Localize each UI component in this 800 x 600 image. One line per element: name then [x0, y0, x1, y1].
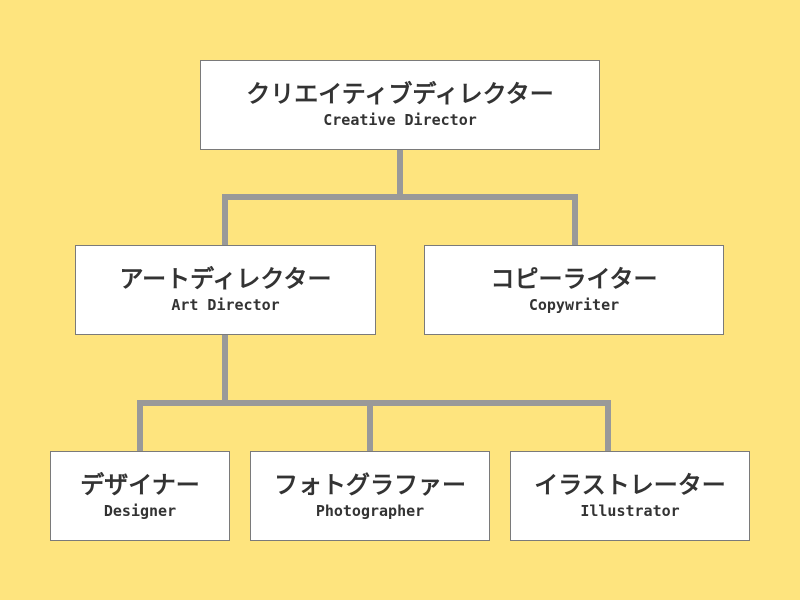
designer-title-jp: デザイナー	[80, 471, 200, 499]
art-director-title-jp: アートディレクター	[119, 265, 332, 293]
designer-title-en: Designer	[103, 502, 177, 520]
illustrator-title-en: Illustrator	[580, 502, 680, 520]
node-copywriter: コピーライター Copywriter	[424, 245, 724, 335]
node-creative-director: クリエイティブディレクター Creative Director	[200, 60, 600, 150]
node-photographer: フォトグラファー Photographer	[250, 451, 490, 541]
node-illustrator: イラストレーター Illustrator	[510, 451, 750, 541]
copywriter-title-en: Copywriter	[528, 296, 620, 314]
node-designer: デザイナー Designer	[50, 451, 230, 541]
copywriter-title-jp: コピーライター	[490, 265, 658, 293]
creative-director-title-en: Creative Director	[323, 111, 477, 129]
photographer-title-en: Photographer	[315, 502, 425, 520]
creative-director-title-jp: クリエイティブディレクター	[246, 80, 554, 108]
node-art-director: アートディレクター Art Director	[75, 245, 376, 335]
art-director-title-en: Art Director	[171, 296, 280, 314]
illustrator-title-jp: イラストレーター	[534, 471, 726, 499]
photographer-title-jp: フォトグラファー	[274, 471, 466, 499]
